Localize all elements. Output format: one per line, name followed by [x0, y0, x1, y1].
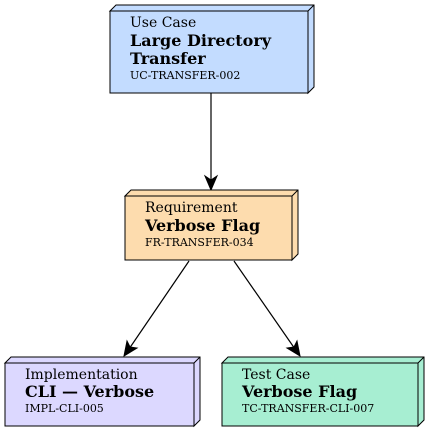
edge-usecase-requirement	[203, 93, 219, 192]
node-requirement-face	[124, 195, 293, 261]
node-implementation-face	[4, 362, 195, 427]
edge-requirement-implementation	[123, 260, 190, 358]
node-usecase-face	[109, 10, 309, 94]
node-testcase-id: TC-TRANSFER-CLI-007	[242, 402, 374, 415]
node-requirement-title: Verbose Flag	[144, 216, 260, 235]
node-implementation-id: IMPL-CLI-005	[25, 402, 104, 415]
arrowhead-icon	[203, 174, 219, 192]
node-requirement[interactable]: Requirement Verbose Flag FR-TRANSFER-034	[123, 189, 299, 262]
node-usecase[interactable]: Use Case Large Directory Transfer UC-TRA…	[108, 4, 315, 95]
edge-requirement-testcase	[233, 260, 301, 358]
arrowhead-icon	[123, 339, 139, 358]
node-usecase-kind: Use Case	[130, 15, 196, 31]
node-testcase-face	[221, 362, 419, 427]
node-requirement-kind: Requirement	[145, 200, 238, 216]
arrowhead-icon	[285, 339, 301, 358]
node-usecase-title-line2: Transfer	[130, 49, 206, 68]
node-implementation-title: CLI — Verbose	[25, 382, 154, 401]
node-implementation[interactable]: Implementation CLI — Verbose IMPL-CLI-00…	[3, 356, 201, 428]
node-testcase[interactable]: Test Case Verbose Flag TC-TRANSFER-CLI-0…	[220, 356, 425, 428]
node-usecase-title-line1: Large Directory	[130, 31, 272, 50]
node-usecase-id: UC-TRANSFER-002	[130, 69, 240, 82]
node-testcase-kind: Test Case	[242, 367, 310, 383]
node-requirement-id: FR-TRANSFER-034	[145, 236, 254, 249]
node-testcase-title: Verbose Flag	[241, 382, 357, 401]
node-implementation-kind: Implementation	[25, 367, 138, 383]
